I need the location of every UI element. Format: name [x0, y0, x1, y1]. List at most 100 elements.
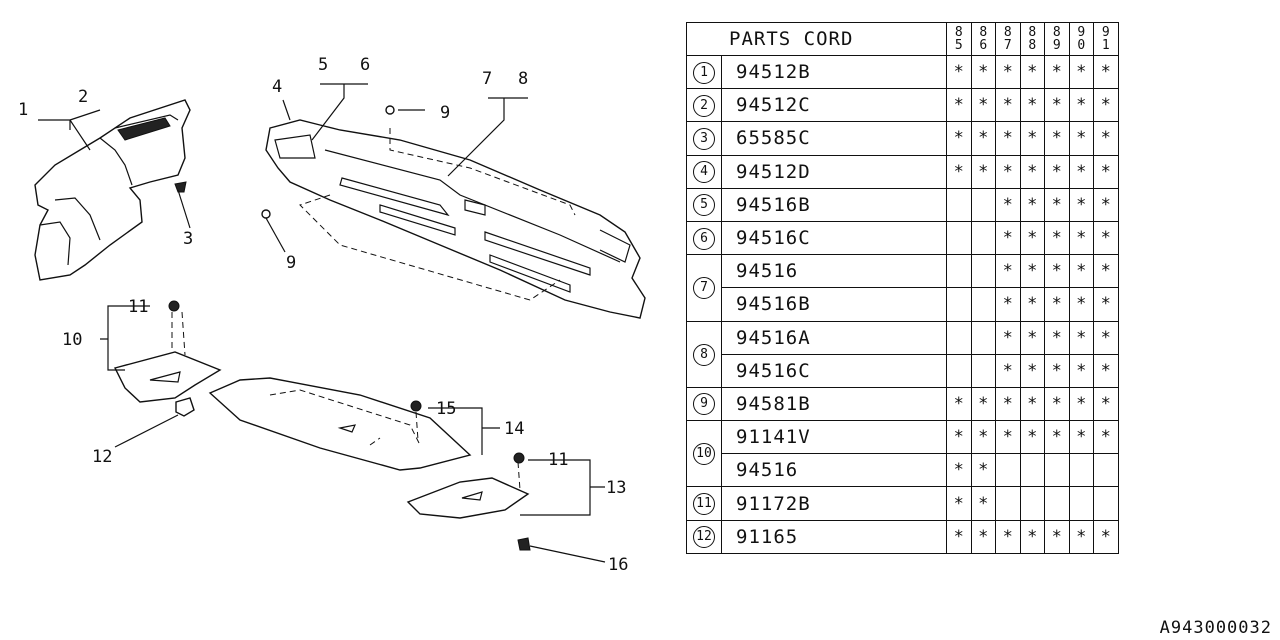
- part-code-cell: 91172B: [721, 486, 947, 521]
- ref-number-cell: 1: [686, 54, 722, 90]
- ref-number: 8: [693, 343, 715, 366]
- year-mark-cell: *: [970, 386, 996, 422]
- part-code-cell: 94516A: [721, 320, 947, 355]
- year-mark-cell: *: [995, 353, 1021, 388]
- year-mark-cell: *: [1019, 154, 1045, 189]
- year-mark-cell: *: [1068, 220, 1094, 256]
- diagram-code: A943000032: [1159, 618, 1272, 638]
- year-mark-cell: *: [995, 320, 1021, 355]
- ref-number-cell: 4: [686, 154, 722, 189]
- year-mark-cell: *: [1093, 254, 1119, 289]
- year-mark-cell: *: [1093, 154, 1119, 189]
- clip-part-9b: [261, 209, 271, 219]
- year-mark-cell: *: [995, 420, 1021, 455]
- ref-number: 12: [693, 526, 715, 549]
- year-mark-cell: [970, 353, 996, 388]
- ref-number: 6: [693, 227, 715, 250]
- callout-11b: 11: [548, 450, 568, 470]
- year-mark-cell: [946, 187, 972, 222]
- year-mark-cell: [1093, 453, 1119, 488]
- parts-cord-header: PARTS CORD: [686, 22, 947, 56]
- year-mark-cell: *: [1093, 353, 1119, 388]
- year-mark-cell: *: [1093, 519, 1119, 554]
- year-mark-cell: [946, 320, 972, 355]
- year-mark-cell: *: [995, 54, 1021, 90]
- year-mark-cell: [970, 254, 996, 289]
- left-side-trim-part: [34, 99, 191, 281]
- callout-12: 12: [92, 447, 112, 467]
- year-mark-cell: *: [995, 187, 1021, 222]
- ref-number-cell: 3: [686, 121, 722, 156]
- year-mark-cell: *: [1019, 320, 1045, 355]
- year-mark-cell: *: [946, 519, 972, 554]
- year-mark-cell: *: [1068, 287, 1094, 322]
- year-mark-cell: [995, 453, 1021, 488]
- callout-10: 10: [62, 330, 82, 350]
- year-mark-cell: [995, 486, 1021, 521]
- year-mark-cell: *: [995, 254, 1021, 289]
- table-row: 94516B*****: [687, 287, 1119, 322]
- year-mark-cell: *: [946, 154, 972, 189]
- ref-number-cell: 12: [686, 519, 722, 554]
- year-mark-cell: *: [1068, 519, 1094, 554]
- callout-16: 16: [608, 555, 628, 575]
- year-mark-cell: *: [1093, 420, 1119, 455]
- year-mark-cell: *: [1044, 320, 1070, 355]
- ref-number-cell: 6: [686, 220, 722, 256]
- year-mark-cell: *: [1044, 187, 1070, 222]
- clip-part-9a: [385, 105, 395, 115]
- part-code-cell: 94512C: [721, 88, 947, 123]
- year-mark-cell: [970, 287, 996, 322]
- year-mark-cell: [1019, 486, 1045, 521]
- callout-1: 1: [18, 100, 28, 120]
- year-mark-cell: *: [946, 486, 972, 521]
- year-mark-cell: *: [1093, 320, 1119, 355]
- clip-part-16: [517, 537, 531, 551]
- year-mark-cell: *: [1068, 54, 1094, 90]
- callout-6: 6: [360, 55, 370, 75]
- year-mark-cell: *: [995, 154, 1021, 189]
- year-mark-cell: *: [970, 519, 996, 554]
- year-mark-cell: *: [970, 486, 996, 521]
- year-mark-cell: *: [995, 386, 1021, 422]
- year-mark-cell: *: [1068, 420, 1094, 455]
- flat-panel-part-14: [208, 377, 472, 471]
- small-panel-part-10: [113, 300, 222, 403]
- year-mark-cell: *: [946, 386, 972, 422]
- year-mark-cell: *: [1093, 88, 1119, 123]
- callout-7: 7: [482, 69, 492, 89]
- year-mark-cell: *: [970, 121, 996, 156]
- year-mark-cell: *: [1044, 254, 1070, 289]
- year-mark-cell: *: [1044, 154, 1070, 189]
- leader-lines: [38, 83, 606, 563]
- year-mark-cell: *: [946, 54, 972, 90]
- part-code-cell: 94581B: [721, 386, 947, 422]
- part-code-cell: 94516B: [721, 287, 947, 322]
- year-mark-cell: *: [1068, 386, 1094, 422]
- part-code-cell: 94512D: [721, 154, 947, 189]
- year-mark-cell: *: [1019, 254, 1045, 289]
- part-code-cell: 94516: [721, 453, 947, 488]
- ref-number: 2: [693, 94, 715, 117]
- part-code-cell: 94516: [721, 254, 947, 289]
- year-mark-cell: [946, 220, 972, 256]
- year-mark-cell: *: [1019, 287, 1045, 322]
- year-mark-cell: *: [946, 420, 972, 455]
- year-mark-cell: [1068, 486, 1094, 521]
- year-mark-cell: *: [1068, 320, 1094, 355]
- year-mark-cell: *: [946, 88, 972, 123]
- part-code-cell: 65585C: [721, 121, 947, 156]
- callout-15: 15: [436, 399, 456, 419]
- year-mark-cell: [1044, 486, 1070, 521]
